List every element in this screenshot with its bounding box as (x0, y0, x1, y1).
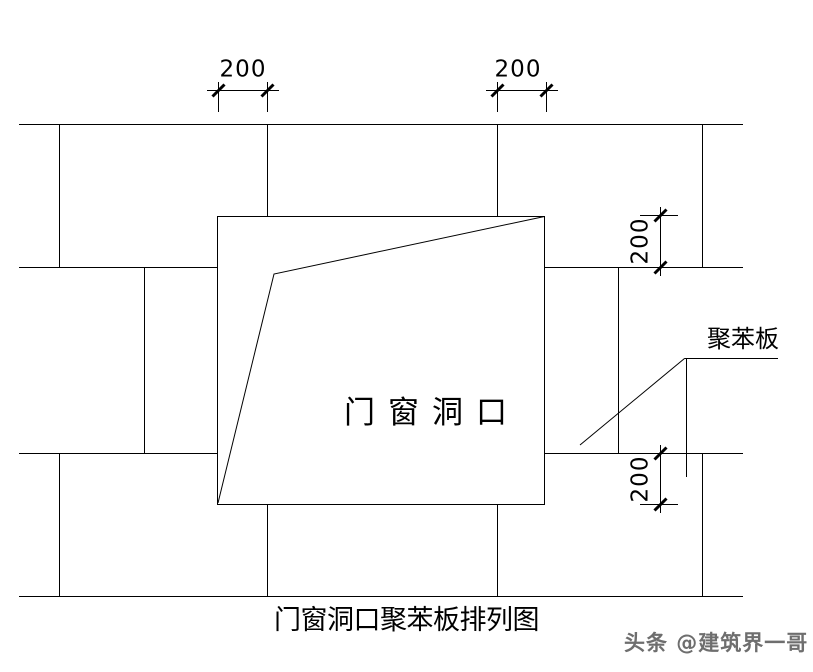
dim-tick-icon (260, 83, 275, 98)
dim-value-top-right: 200 (494, 56, 542, 83)
dim-tick-icon (539, 83, 554, 98)
wall-course-lines (19, 124, 743, 597)
drawing-title: 门窗洞口聚苯板排列图 (274, 605, 540, 636)
dim-tick-icon (490, 83, 505, 98)
opening-label: 门窗洞口 (344, 395, 520, 431)
dim-top-left (207, 82, 279, 112)
dim-tick-icon (653, 260, 668, 275)
window-opening-rect (217, 216, 545, 505)
dim-right-upper (640, 207, 678, 276)
board-joint-lines (59, 124, 703, 597)
dim-tick-icon (653, 208, 668, 223)
dim-value-right-lower: 200 (627, 455, 654, 503)
leader-diagonal (579, 358, 685, 446)
dim-value-top-left: 200 (219, 56, 267, 83)
dim-right-lower (640, 445, 678, 513)
board-label-leader (579, 358, 778, 477)
board-label: 聚苯板 (707, 325, 779, 353)
board-fold-line (217, 216, 545, 504)
watermark: 头条 @建筑界一哥 (624, 631, 809, 655)
dim-tick-icon (653, 497, 668, 512)
dim-tick-icon (653, 446, 668, 461)
dim-value-right-upper: 200 (627, 217, 654, 265)
dim-tick-icon (211, 83, 226, 98)
dim-top-right (486, 82, 558, 112)
